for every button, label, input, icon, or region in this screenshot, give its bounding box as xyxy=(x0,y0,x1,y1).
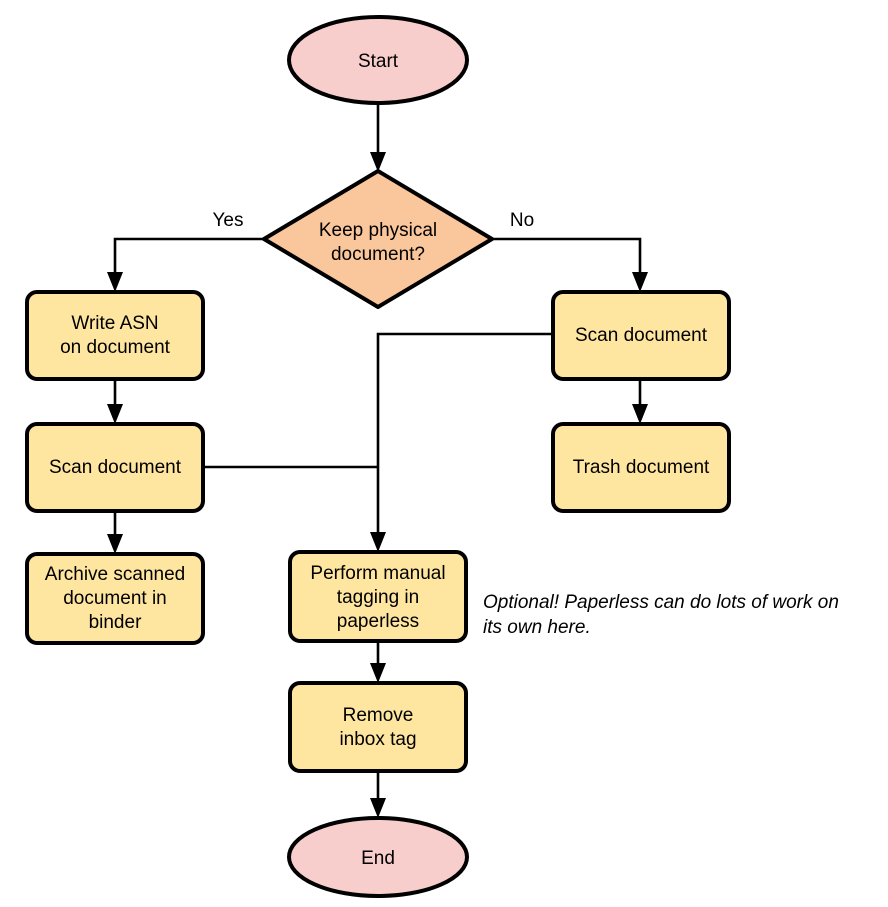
node-archive-scanned-document[interactable]: Archive scanned document in binder xyxy=(25,552,205,645)
edge-start-to-decision xyxy=(370,103,386,172)
arrowhead-icon xyxy=(370,532,386,552)
arrowhead-icon xyxy=(107,534,123,554)
node-scan-document-right[interactable]: Scan document xyxy=(551,290,731,381)
node-archive-label-line3: binder xyxy=(89,612,142,633)
edge-scan-right-to-tagging xyxy=(370,332,552,552)
node-remove-inbox-tag-label-line1: Remove xyxy=(343,705,414,726)
node-decision-label-line1: Keep physical xyxy=(319,220,437,241)
annotation-note-line2: its own here. xyxy=(483,617,591,638)
edge-scan-right-to-trash xyxy=(632,379,648,424)
edge-write-asn-to-scan-left xyxy=(107,379,123,424)
edge-line xyxy=(113,237,263,280)
edge-decision-no-to-scan-right xyxy=(493,237,648,292)
node-scan-document-left-shape[interactable] xyxy=(25,422,205,513)
node-scan-document-right-shape[interactable] xyxy=(551,290,731,381)
node-scan-document-right-label: Scan document xyxy=(575,325,708,346)
node-write-asn-shape[interactable] xyxy=(25,290,205,381)
node-archive-label-line2: document in xyxy=(63,588,167,609)
edge-line xyxy=(493,237,642,280)
node-decision-keep-physical-document[interactable]: Keep physical document? xyxy=(262,169,494,309)
node-decision-shape[interactable] xyxy=(262,169,494,309)
node-scan-document-left-label: Scan document xyxy=(49,457,182,478)
edge-remove-tag-to-end xyxy=(370,771,386,818)
annotation-note-line1: Optional! Paperless can do lots of work … xyxy=(483,592,839,613)
node-remove-inbox-tag-shape[interactable] xyxy=(288,681,468,773)
node-tagging-label-line2: tagging in xyxy=(337,587,419,608)
arrowhead-icon xyxy=(370,663,386,683)
node-remove-inbox-tag[interactable]: Remove inbox tag xyxy=(288,681,468,773)
node-tagging-label-line1: Perform manual xyxy=(310,563,445,584)
edge-scan-left-to-archive xyxy=(107,511,123,554)
edge-layer xyxy=(107,103,648,818)
edge-label-yes: Yes xyxy=(213,210,244,231)
node-write-asn-label-line2: on document xyxy=(60,337,171,358)
node-end-label: End xyxy=(361,848,395,869)
node-decision-label-line2: document? xyxy=(331,244,425,265)
node-end[interactable]: End xyxy=(287,816,469,898)
node-perform-manual-tagging[interactable]: Perform manual tagging in paperless xyxy=(288,550,468,643)
arrowhead-icon xyxy=(632,404,648,424)
annotation-note-optional: Optional! Paperless can do lots of work … xyxy=(483,592,839,638)
node-trash-document-label: Trash document xyxy=(573,457,710,478)
node-trash-document[interactable]: Trash document xyxy=(551,422,731,513)
node-start[interactable]: Start xyxy=(287,15,469,105)
node-remove-inbox-tag-label-line2: inbox tag xyxy=(339,729,416,750)
node-trash-document-shape[interactable] xyxy=(551,422,731,513)
edge-tagging-to-remove-tag xyxy=(370,641,386,683)
edge-line xyxy=(376,332,552,540)
arrowhead-icon xyxy=(370,152,386,172)
node-write-asn-label-line1: Write ASN xyxy=(71,313,158,334)
node-archive-scanned-document-shape[interactable] xyxy=(25,552,205,645)
edge-label-no: No xyxy=(510,210,534,231)
node-tagging-label-line3: paperless xyxy=(337,611,419,632)
arrowhead-icon xyxy=(107,404,123,424)
node-write-asn[interactable]: Write ASN on document xyxy=(25,290,205,381)
edge-decision-yes-to-write-asn xyxy=(107,237,263,292)
node-end-shape[interactable] xyxy=(287,816,469,898)
arrowhead-icon xyxy=(632,272,648,292)
node-perform-manual-tagging-shape[interactable] xyxy=(288,550,468,643)
arrowhead-icon xyxy=(107,272,123,292)
node-scan-document-left[interactable]: Scan document xyxy=(25,422,205,513)
node-start-label: Start xyxy=(358,51,399,72)
node-archive-label-line1: Archive scanned xyxy=(45,564,185,585)
arrowhead-icon xyxy=(370,798,386,818)
node-start-shape[interactable] xyxy=(287,15,469,105)
